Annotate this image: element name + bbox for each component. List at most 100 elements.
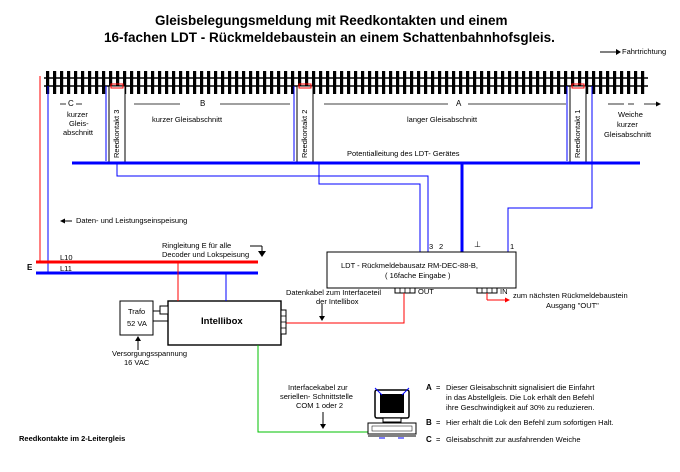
- trafo-label-2: 52 VA: [127, 319, 147, 328]
- interface-label-1: Interfacekabel zur: [288, 383, 348, 392]
- legend-c-sep: =: [436, 435, 441, 444]
- track-tie: [557, 71, 561, 94]
- legend-c-line-1: Gleisabschnitt zur ausfahrenden Weiche: [446, 435, 581, 444]
- track-tie: [60, 71, 64, 94]
- track-tie: [438, 71, 442, 94]
- track-tie: [494, 71, 498, 94]
- track-tie: [67, 71, 71, 94]
- track-tie: [417, 71, 421, 94]
- track-tie: [599, 71, 603, 94]
- section-a-letter: A: [456, 99, 462, 108]
- reed-contact-2: Reedkontakt 2: [300, 109, 309, 158]
- intellibox-track-feed: [177, 262, 227, 301]
- ldt-box-line-1: LDT - Rückmeldebausatz RM-DEC-88-B,: [341, 261, 478, 270]
- section-b-desc: kurzer Gleisabschnitt: [152, 115, 223, 124]
- track-tie: [81, 71, 85, 94]
- track-tie: [221, 71, 225, 94]
- track-tie: [613, 71, 617, 94]
- track-tie: [410, 71, 414, 94]
- track-tie: [214, 71, 218, 94]
- track-tie: [102, 71, 106, 94]
- track-tie: [389, 71, 393, 94]
- ldt-pin-3: 3: [429, 242, 434, 251]
- track-tie: [361, 71, 365, 94]
- weiche-arrow: [644, 101, 661, 107]
- ring-label-1: Ringleitung E für alle: [162, 241, 232, 250]
- right-section-desc-2: Gleisabschnitt: [604, 130, 652, 139]
- track-tie: [319, 71, 323, 94]
- weiche-label: Weiche: [618, 110, 643, 119]
- legend-a-line-2: in das Abstellgleis. Die Lok erhält den …: [446, 393, 595, 402]
- track-tie: [347, 71, 351, 94]
- rail-l11-label: L11: [60, 264, 72, 273]
- track-tie: [550, 71, 554, 94]
- track-tie: [382, 71, 386, 94]
- track-tie: [529, 71, 533, 94]
- track-tie: [620, 71, 624, 94]
- ldt-pin-2: 2: [439, 242, 444, 251]
- track-tie: [333, 71, 337, 94]
- datenkabel-label-1: Datenkabel zum Interfaceteil: [286, 288, 382, 297]
- track-tie: [354, 71, 358, 94]
- track-tie: [235, 71, 239, 94]
- ldt-pin-ground: ⊥: [474, 240, 481, 249]
- section-c-desc-3: abschnitt: [63, 128, 94, 137]
- interface-cable: [257, 345, 372, 433]
- track-tie: [88, 71, 92, 94]
- versorgung-label-2: 16 VAC: [124, 358, 150, 367]
- track-tie: [53, 71, 57, 94]
- next-module-label-1: zum nächsten Rückmeldebaustein: [513, 291, 628, 300]
- track-tie: [396, 71, 400, 94]
- track-tie: [403, 71, 407, 94]
- reed-wires: [116, 86, 593, 252]
- section-a-desc: langer Gleisabschnitt: [407, 115, 478, 124]
- track-tie: [452, 71, 456, 94]
- track-tie: [130, 71, 134, 94]
- track-tie: [459, 71, 463, 94]
- ldt-box-frame: [326, 251, 517, 289]
- track-tie: [368, 71, 372, 94]
- ring-label-2: Decoder und Lokspeisung: [162, 250, 250, 259]
- rail-e-label: E: [27, 263, 33, 272]
- track-tie: [445, 71, 449, 94]
- track-tie: [515, 71, 519, 94]
- interface-arrow: [320, 412, 326, 429]
- track-tie: [242, 71, 246, 94]
- versorgung-arrow: [135, 336, 141, 350]
- track-tie: [256, 71, 260, 94]
- track-tie: [46, 71, 50, 94]
- track-tie: [431, 71, 435, 94]
- track-tie: [305, 71, 309, 94]
- track-tie: [522, 71, 526, 94]
- feed-label: Daten- und Leistungseinspeisung: [76, 216, 188, 225]
- track-tie: [298, 71, 302, 94]
- section-b-letter: B: [200, 99, 206, 108]
- track-tie: [172, 71, 176, 94]
- track-tie: [151, 71, 155, 94]
- track-tie: [487, 71, 491, 94]
- ldt-box-line-2: ( 16fache Eingabe ): [385, 271, 451, 280]
- rail-l10-label: L10: [60, 253, 73, 262]
- right-section-desc-1: kurzer: [617, 120, 638, 129]
- versorgung-label-1: Versorgungsspannung: [112, 349, 188, 358]
- track-tie: [592, 71, 596, 94]
- legend-a-line-1: Dieser Gleisabschnitt signalisiert die E…: [446, 383, 595, 392]
- ldt-out-label: OUT: [418, 287, 434, 296]
- track-tie: [270, 71, 274, 94]
- track-tie: [186, 71, 190, 94]
- section-c-desc-2: Gleis-: [69, 119, 89, 128]
- intellibox-port-left: [159, 305, 169, 315]
- data-cable-arrow: [319, 304, 325, 321]
- track-tie: [109, 71, 113, 94]
- reed-contact-frames: [105, 83, 587, 163]
- track-tie: [312, 71, 316, 94]
- legend-a-sep: =: [436, 383, 441, 392]
- direction-arrow: [600, 49, 621, 55]
- track-tie: [95, 71, 99, 94]
- ring-lines: [36, 245, 266, 275]
- track-tie: [627, 71, 631, 94]
- track-tie: [501, 71, 505, 94]
- legend-a-key: A: [426, 383, 432, 392]
